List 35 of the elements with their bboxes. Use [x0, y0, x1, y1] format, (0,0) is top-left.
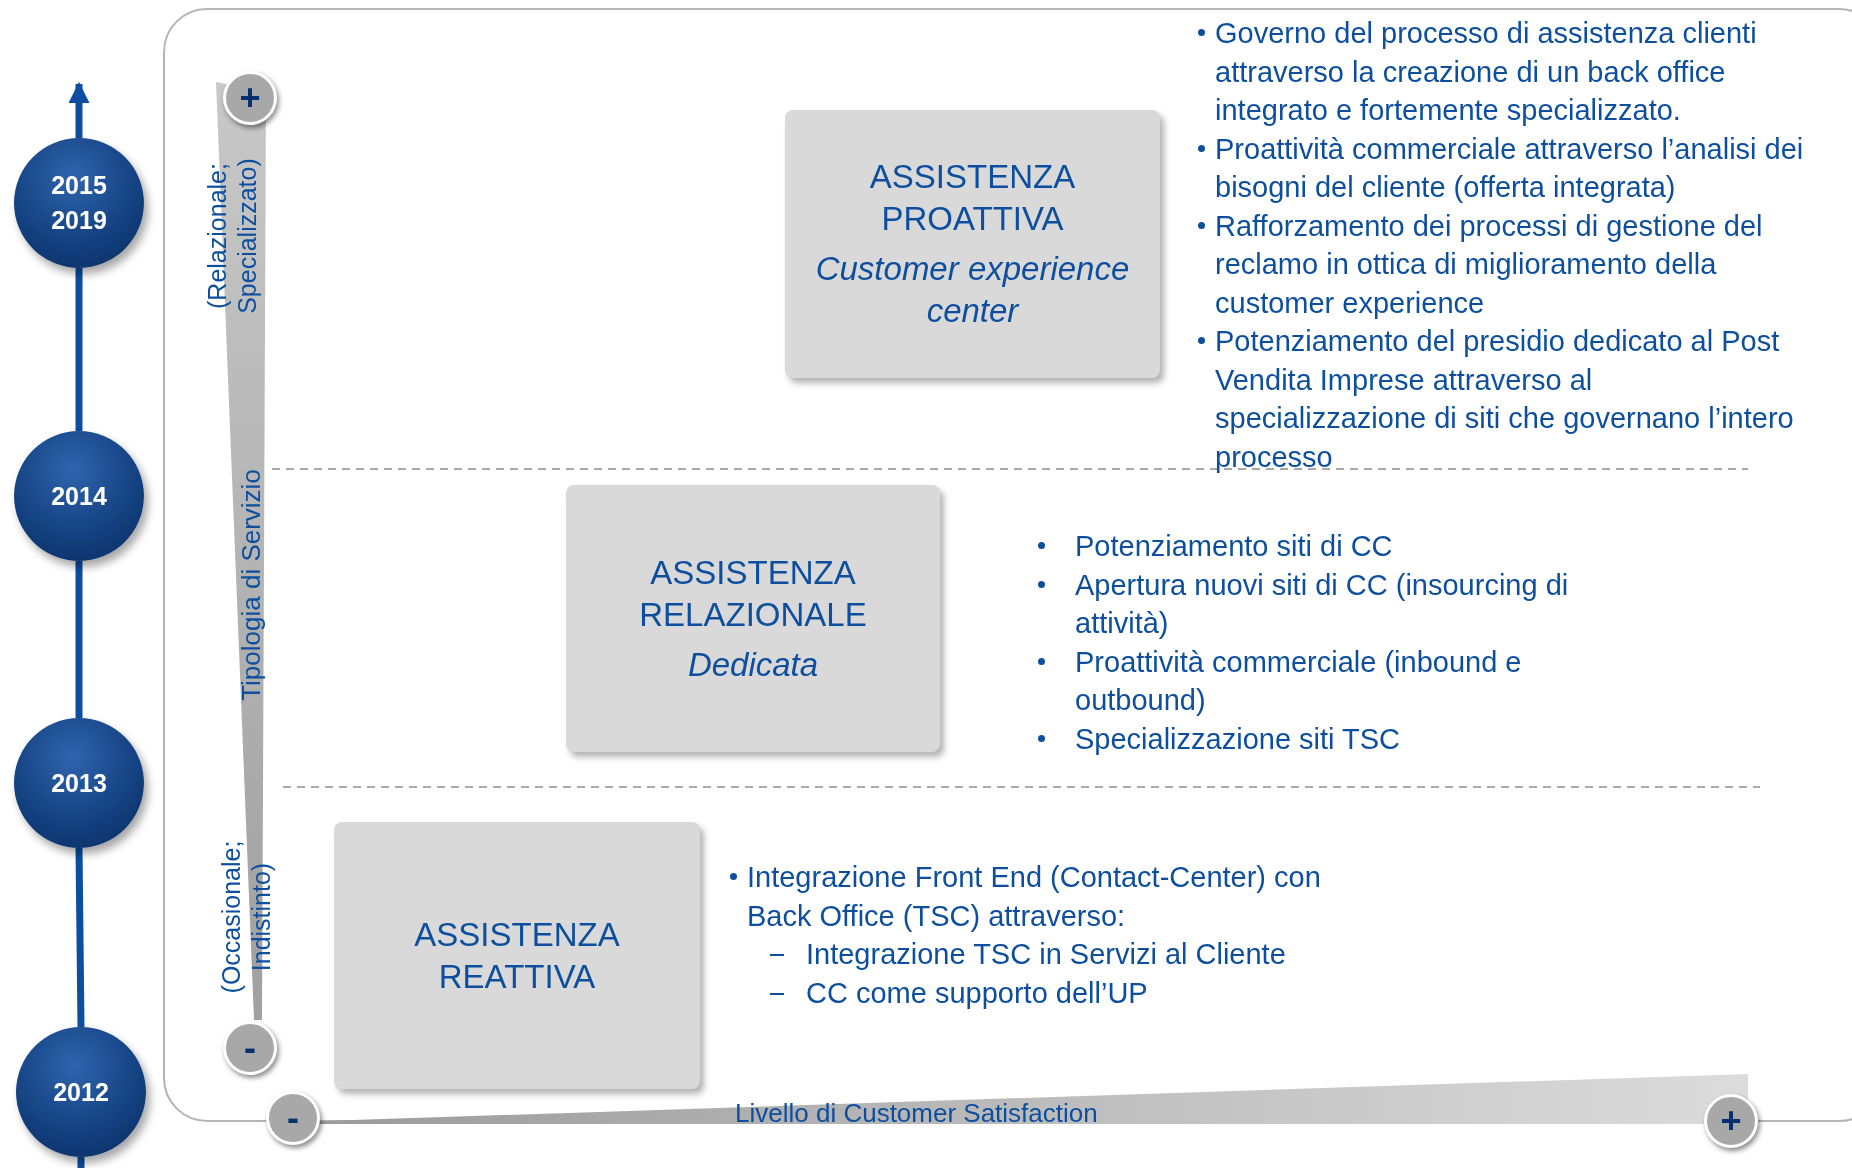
axis-title: (Occasionale; Indistinto)	[216, 839, 276, 996]
box-subtitle: Customer experience center	[814, 249, 1131, 331]
year-label: 2012	[52, 1076, 110, 1108]
year-label: 2015 2019	[50, 170, 108, 236]
bullet-text: Integrazione Front End (Contact-Center) con Back Office (TSC) attraverso:	[747, 860, 1322, 934]
bullet-text: Potenziamento del presidio dedicato al Post Vendita Imprese attraverso al specializzazione di siti che governano l’intero processo	[1215, 324, 1795, 475]
service-level-box	[334, 822, 700, 1089]
axis-end-sign: +	[1720, 1103, 1742, 1139]
box-subtitle: Dedicata	[687, 644, 819, 685]
timeline-line	[75, 847, 85, 1028]
bullet-text: Specializzazione siti TSC	[1075, 721, 1401, 757]
box-title: ASSISTENZA PROATTIVA	[868, 157, 1077, 239]
bullet-text: Proattività commerciale attraverso l’analisi dei bisogni del cliente (offerta integrata)	[1215, 131, 1805, 205]
year-label: 2014	[50, 480, 108, 512]
axis-end-sign: -	[287, 1100, 299, 1136]
axis-end-sign: -	[244, 1030, 256, 1066]
service-level-box	[566, 485, 940, 752]
service-level-box	[785, 110, 1160, 378]
bullet-text: Proattività commerciale (inbound e outbound)	[1075, 644, 1523, 718]
timeline-arrow	[68, 81, 90, 138]
box-title: ASSISTENZA REATTIVA	[413, 914, 621, 997]
axis-title: Tipologia di Servizio	[236, 469, 266, 701]
bullet-text: Integrazione TSC in Servizi al Cliente	[806, 937, 1286, 972]
timeline-line	[75, 561, 83, 718]
box-title: ASSISTENZA RELAZIONALE	[638, 552, 868, 635]
bullet-text: Potenziamento siti di CC	[1075, 529, 1393, 564]
year-label: 2013	[50, 767, 108, 799]
timeline-line	[75, 268, 83, 431]
bullet-text: Apertura nuovi siti di CC (insourcing di attività)	[1075, 567, 1570, 641]
axis-end-sign: +	[239, 80, 261, 116]
axis-title: Livello di Customer Satisfaction	[735, 1098, 1098, 1128]
bullet-text: Governo del processo di assistenza clienti attraverso la creazione di un back office integrato e fortemente specializzato.	[1215, 16, 1758, 128]
bullet-text: Rafforzamento dei processi di gestione del reclamo in ottica di miglioramento della customer experience	[1215, 208, 1764, 321]
axis-title: (Relazionale; Specializzato)	[202, 157, 262, 316]
bullet-text: CC come supporto dell’UP	[806, 975, 1148, 1011]
